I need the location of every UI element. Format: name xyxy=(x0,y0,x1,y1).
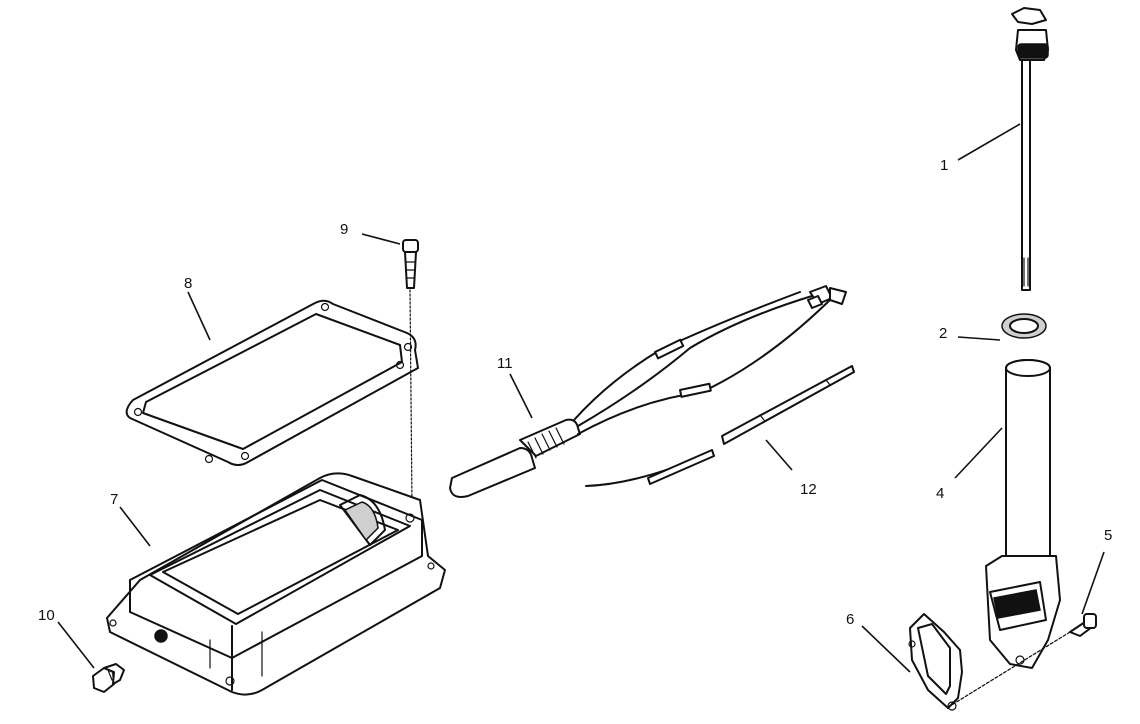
insulating-sleeve xyxy=(585,365,855,487)
drain-plug xyxy=(92,663,125,693)
filler-tube xyxy=(985,359,1061,669)
screw xyxy=(949,613,1097,707)
oil-pan xyxy=(106,472,446,696)
pan-gasket xyxy=(125,299,419,466)
callout-8: 8 xyxy=(184,275,192,292)
callout-10: 10 xyxy=(38,607,55,624)
oil-level-sensor xyxy=(449,285,847,498)
callout-11: 11 xyxy=(497,355,513,372)
callout-7: 7 xyxy=(110,491,118,508)
gasket xyxy=(908,613,963,711)
callout-6: 6 xyxy=(846,611,854,628)
leader-lines xyxy=(57,123,1105,673)
callout-12: 12 xyxy=(800,481,817,498)
callout-1: 1 xyxy=(940,157,948,174)
callout-9: 9 xyxy=(340,221,348,238)
bolt xyxy=(402,239,419,506)
callout-4: 4 xyxy=(936,485,944,502)
sealing-ring xyxy=(1001,313,1047,339)
callout-5: 5 xyxy=(1104,527,1112,544)
callout-2: 2 xyxy=(939,325,947,342)
callout-labels: 1 2 4 5 6 7 8 9 10 11 12 xyxy=(38,157,1112,628)
dipstick xyxy=(1011,7,1049,291)
